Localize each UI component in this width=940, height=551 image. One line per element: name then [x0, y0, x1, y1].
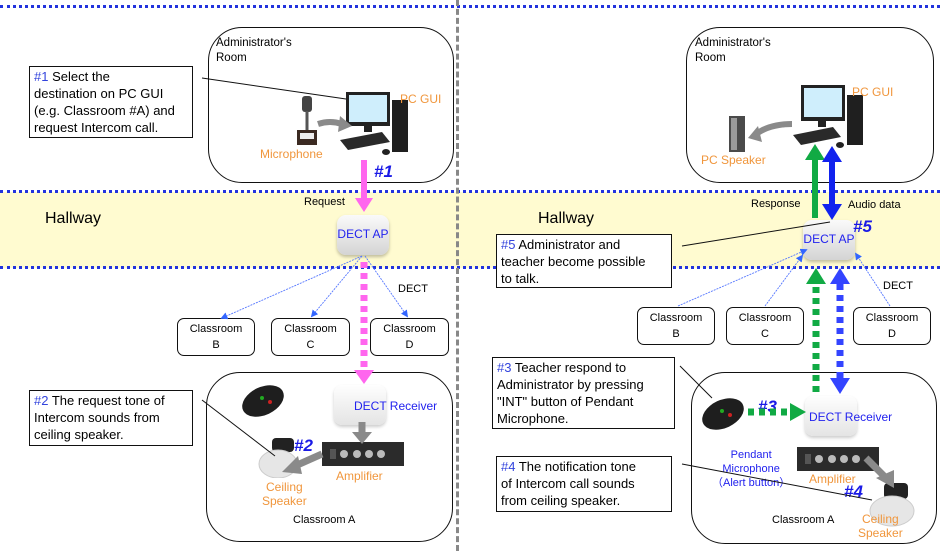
right-dect-receiver-label: DECT Receiver: [809, 410, 893, 424]
right-hallway-label: Hallway: [538, 210, 595, 227]
zone-boundary-hallway-top: [0, 190, 940, 193]
left-dect-receiver-icon: [334, 385, 386, 425]
left-request-label: Request: [304, 196, 345, 208]
pc-speaker-label: PC Speaker: [701, 153, 766, 167]
right-admin-room: [686, 27, 934, 183]
right-dect-label: DECT: [883, 280, 913, 292]
right-dect-ap-label: DECT AP: [803, 232, 855, 246]
dect-link-left-c: [310, 255, 363, 318]
right-classroom-a-label: Classroom A: [772, 514, 835, 526]
right-pc-label: PC GUI: [852, 85, 894, 99]
mic-to-pc-arrow: [317, 119, 343, 127]
right-ceiling-speaker-icon: [868, 483, 918, 527]
dect-link-left-d: [364, 255, 409, 318]
left-amplifier-icon: [322, 442, 404, 468]
right-dect-receiver-icon: [805, 396, 857, 436]
zone-boundary-top: [0, 5, 940, 8]
response-label: Response: [751, 198, 801, 210]
right-dect-ap: DECT AP: [803, 220, 855, 260]
desk-microphone-icon: [296, 96, 318, 146]
step-2-note: #2 The request tone of Intercom sounds f…: [29, 390, 193, 446]
marker-step-5: #5: [853, 217, 872, 236]
step-5-note: #5 Administrator and teacher become poss…: [496, 234, 672, 288]
dect-link-right-c: [764, 254, 804, 307]
step-2-callout-line: [201, 399, 276, 457]
left-amplifier-label: Amplifier: [336, 469, 383, 483]
dect-link-left-b: [220, 255, 363, 320]
right-admin-room-label: Administrator's Room: [695, 37, 771, 64]
marker-step-2: #2: [294, 436, 313, 455]
left-pc-icon: [334, 92, 414, 158]
pendant-microphone-label: Pendant Microphone （Alert button）: [712, 449, 791, 489]
right-pc-icon: [785, 85, 865, 151]
pc-to-speaker-arrow: [754, 121, 793, 137]
step-3-callout-line: [679, 365, 713, 399]
right-amplifier-label: Amplifier: [809, 472, 856, 486]
left-classroom-a: [206, 372, 453, 542]
amp-to-speaker-arrow-right: [863, 455, 887, 479]
step-4-note: #4 The notification tone of Intercom cal…: [496, 456, 672, 512]
left-pc-label: PC GUI: [400, 92, 442, 106]
step-3-note: #3 Teacher respond to Administrator by p…: [492, 357, 675, 429]
marker-step-4: #4: [844, 482, 863, 501]
pc-speaker-icon: [727, 116, 747, 154]
zone-boundary-hallway-bottom: [0, 266, 940, 269]
left-dect-label: DECT: [398, 283, 428, 295]
step-1-callout-line: [201, 77, 347, 100]
right-classroom-a: [691, 372, 937, 544]
step-1-note: #1 Select the destination on PC GUI (e.g…: [29, 66, 193, 138]
left-admin-room-label: Administrator's Room: [216, 37, 292, 64]
right-pendant-microphone-icon: [700, 395, 746, 433]
left-dect-ap: DECT AP: [337, 215, 389, 255]
dect-link-right-b: [677, 248, 808, 307]
left-dect-ap-label: DECT AP: [337, 227, 389, 241]
step-5-callout-line: [681, 221, 831, 247]
step-4-callout-line: [681, 463, 873, 501]
left-admin-room: [208, 27, 454, 183]
left-hallway-label: Hallway: [45, 210, 102, 227]
left-classroom-a-label: Classroom A: [293, 514, 356, 526]
dect-link-right-d: [855, 252, 891, 307]
left-dect-receiver-label: DECT Receiver: [354, 399, 438, 413]
panel-divider: [456, 0, 459, 551]
left-pendant-microphone-icon: [240, 382, 286, 420]
marker-step-1: #1: [374, 162, 393, 181]
audio-data-label: Audio data: [848, 199, 901, 211]
left-microphone-label: Microphone: [260, 147, 323, 161]
